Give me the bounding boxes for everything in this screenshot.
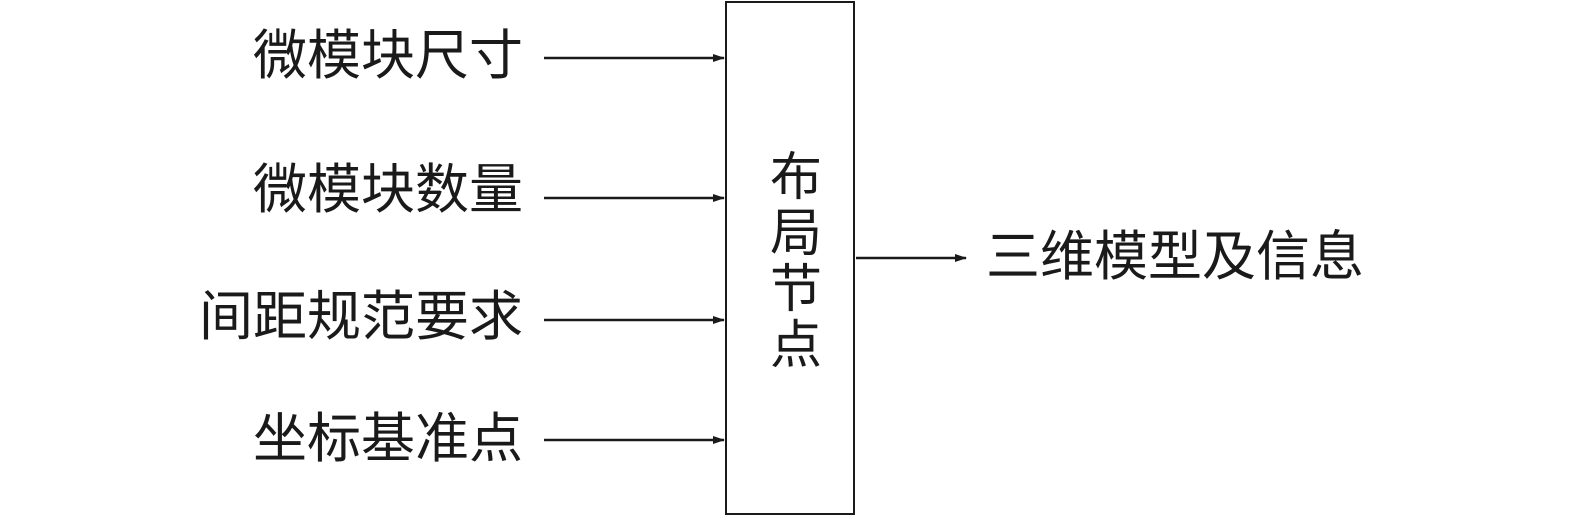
output-label-3d-model: 三维模型及信息 <box>986 225 1364 288</box>
input-label-spacing-spec: 间距规范要求 <box>199 285 523 348</box>
layout-node-label: 布局节点 <box>760 149 821 373</box>
input-label-coordinate-origin: 坐标基准点 <box>253 407 523 470</box>
layout-node-box: 布局节点 <box>725 1 855 515</box>
input-label-module-count: 微模块数量 <box>253 158 523 221</box>
input-label-module-size: 微模块尺寸 <box>253 24 523 87</box>
